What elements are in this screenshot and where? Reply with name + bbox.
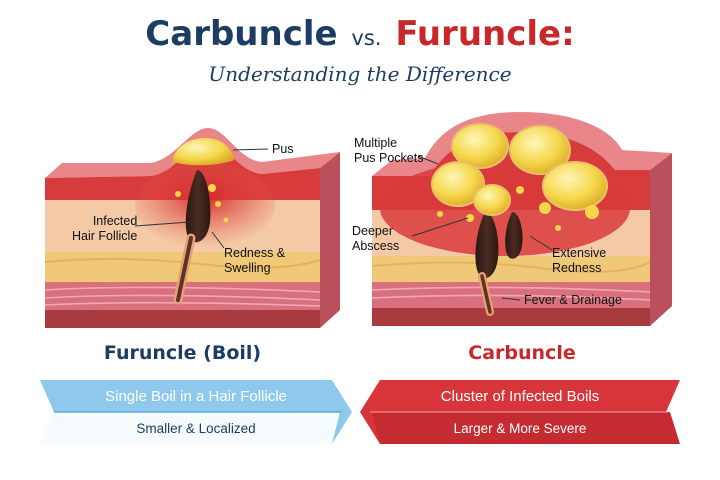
carbuncle-side-face (650, 153, 672, 326)
pus-dot (223, 217, 229, 223)
leader-redness (211, 231, 225, 249)
page-subtitle: Understanding the Difference (208, 62, 512, 86)
furuncle-diagram (44, 128, 340, 328)
leader-pockets (417, 155, 439, 165)
label-abscess-line2: Abscess (352, 239, 400, 253)
leader-fever (501, 297, 521, 301)
label-extensive-line1: Extensive (552, 246, 607, 260)
carbuncle-fat-layer (372, 256, 650, 282)
pus-pocket (431, 161, 485, 207)
leader-follicle (134, 221, 191, 227)
pus-dot (516, 186, 524, 194)
pus-dot (539, 202, 551, 214)
label-multiple-pus-pockets: Multiple Pus Pockets (354, 136, 423, 166)
carbuncle-banner: Cluster of Infected Boils Larger & More … (360, 380, 680, 444)
label-pus: Pus (272, 142, 294, 156)
label-redness-line1: Redness & (224, 246, 286, 260)
pus-dot (555, 225, 561, 231)
label-infected-follicle: Infected Hair Follicle (72, 214, 137, 244)
carbuncle-hair-follicle-2 (505, 212, 523, 259)
label-pockets-line1: Multiple (354, 136, 398, 150)
pus-dot (215, 201, 221, 207)
carbuncle-diagram (371, 112, 672, 326)
label-redness-swelling: Redness & Swelling (224, 246, 285, 276)
label-abscess-line1: Deeper (352, 224, 393, 238)
pus-pocket (542, 161, 608, 211)
furuncle-skin-surface (45, 128, 340, 178)
carbuncle-skin-surface (372, 112, 672, 176)
pus-dot (208, 184, 216, 192)
pus-dot (437, 211, 443, 217)
pus-dot (466, 214, 474, 222)
carbuncle-hair-follicle (475, 212, 499, 279)
pus-pocket (509, 125, 571, 175)
label-redness-line2: Swelling (224, 261, 271, 275)
pus-pocket (451, 123, 509, 169)
title-carbuncle: Carbuncle (145, 14, 338, 54)
furuncle-caption: Furuncle (Boil) (103, 342, 262, 364)
carbuncle-base-layer (372, 308, 650, 326)
furuncle-banner-shape (40, 380, 352, 444)
leader-pus (232, 148, 269, 151)
carbuncle-banner-shape (360, 380, 680, 444)
label-infected-line2: Hair Follicle (72, 229, 138, 243)
label-extensive-line2: Redness (552, 261, 602, 275)
furuncle-banner-sub: Smaller & Localized (136, 421, 256, 436)
title-furuncle: Furuncle: (395, 14, 575, 54)
label-fever-drainage: Fever & Drainage (524, 293, 622, 307)
furuncle-banner: Single Boil in a Hair Follicle Smaller &… (40, 380, 352, 444)
furuncle-banner-main: Single Boil in a Hair Follicle (105, 388, 287, 405)
furuncle-side-face (320, 152, 340, 328)
leader-extensive (529, 235, 553, 251)
leader-abscess (411, 217, 469, 237)
label-extensive-redness: Extensive Redness (552, 246, 606, 276)
page-title: Carbuncle vs. Furuncle: (0, 14, 720, 54)
carbuncle-caption: Carbuncle (468, 342, 576, 364)
label-pockets-line2: Pus Pockets (354, 151, 424, 165)
carbuncle-banner-sub: Larger & More Severe (453, 421, 587, 436)
carbuncle-banner-main: Cluster of Infected Boils (440, 388, 600, 405)
furuncle-pus-head (172, 138, 234, 166)
pus-dot (175, 191, 181, 197)
label-deeper-abscess: Deeper Abscess (352, 224, 399, 254)
label-infected-line1: Infected (92, 214, 138, 228)
title-vs: vs. (351, 26, 382, 50)
pus-pocket (473, 184, 511, 216)
furuncle-base-layer (45, 310, 320, 328)
furuncle-hair-follicle (185, 170, 211, 243)
pus-dot (585, 205, 599, 219)
